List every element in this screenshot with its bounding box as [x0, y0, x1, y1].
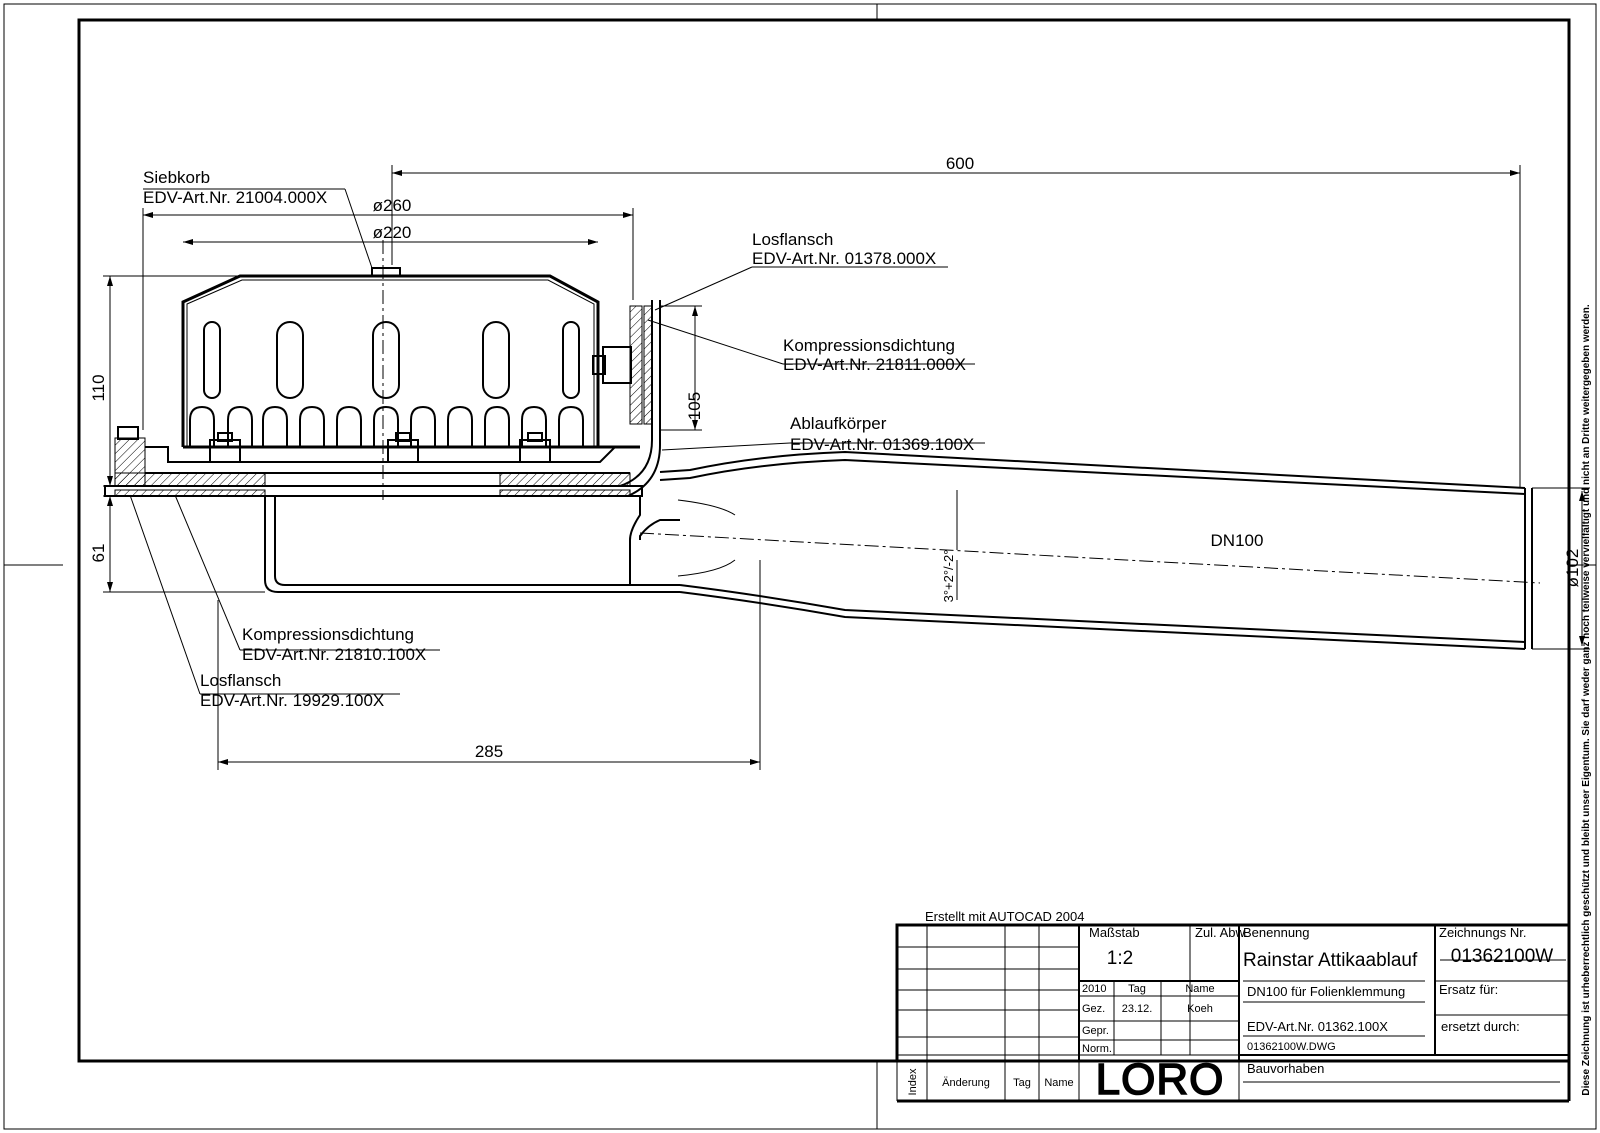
- strainer-slots: [189, 321, 584, 446]
- strainer-basket-outline: [181, 274, 600, 447]
- label-kompressionsdichtung-top: Kompressionsdichtung: [783, 336, 955, 355]
- drawn-date: 23.12.: [1122, 1003, 1153, 1015]
- scale-label: Maßstab: [1089, 925, 1140, 940]
- drain-body-drawing: [104, 240, 1541, 650]
- label-ablaufkoerper-article: EDV-Art.Nr. 01369.100X: [790, 435, 974, 454]
- name-column-label: Name: [1185, 983, 1214, 995]
- drawn-by: Koeh: [1187, 1003, 1213, 1015]
- dim-overall-length: 600: [946, 154, 974, 173]
- dimension-lines: [103, 165, 1590, 770]
- created-with-note: Erstellt mit AUTOCAD 2004: [925, 909, 1084, 924]
- dim-inner-diameter: ø220: [373, 223, 412, 242]
- article-number: EDV-Art.Nr. 01362.100X: [1247, 1019, 1388, 1034]
- dim-body-width: 285: [475, 742, 503, 761]
- scale-value: 1:2: [1107, 948, 1133, 969]
- change-label: Änderung: [942, 1077, 990, 1089]
- label-kompressionsdichtung-top-article: EDV-Art.Nr. 21811.000X: [783, 355, 966, 374]
- label-losflansch-top: Losflansch: [752, 230, 833, 249]
- dim-pipe-diameter: ø102: [1563, 549, 1582, 588]
- title-block: [895, 923, 1571, 1103]
- dim-body-height: 61: [89, 544, 108, 563]
- label-losflansch-bottom-article: EDV-Art.Nr. 19929.100X: [200, 691, 384, 710]
- dim-basket-height: 110: [89, 374, 108, 401]
- replaced-by-label: ersetzt durch:: [1441, 1019, 1520, 1034]
- tolerance-label: Zul. Abw.: [1195, 925, 1248, 940]
- label-losflansch-bottom: Losflansch: [200, 671, 281, 690]
- day-column-label: Tag: [1128, 983, 1146, 995]
- index-label: Index: [907, 1068, 919, 1095]
- drawing-number-label: Zeichnungs Nr.: [1439, 925, 1526, 940]
- year: 2010: [1082, 983, 1106, 995]
- revision-day-label: Tag: [1013, 1077, 1031, 1089]
- loro-logo: LORO: [1096, 1055, 1225, 1104]
- label-kompressionsdichtung-bottom: Kompressionsdichtung: [242, 625, 414, 644]
- dwg-file-name: 01362100W.DWG: [1247, 1041, 1336, 1053]
- replacement-for-label: Ersatz für:: [1439, 982, 1498, 997]
- dim-outer-diameter: ø260: [373, 196, 412, 215]
- dim-flange-height: 105: [685, 392, 704, 420]
- revision-name-label: Name: [1044, 1077, 1073, 1089]
- pipe-label: DN100: [1211, 531, 1264, 550]
- label-siebkorb: Siebkorb: [143, 168, 210, 187]
- dim-slope: 3°+2°/-2°: [941, 550, 956, 603]
- drawing-number: 01362100W: [1451, 946, 1554, 967]
- label-kompressionsdichtung-bottom-article: EDV-Art.Nr. 21810.100X: [242, 645, 426, 664]
- norm-label: Norm.: [1082, 1043, 1112, 1055]
- label-losflansch-top-article: EDV-Art.Nr. 01378.000X: [752, 249, 936, 268]
- label-ablaufkoerper: Ablaufkörper: [790, 414, 887, 433]
- part-label-leaders: [129, 188, 985, 695]
- drawn-label: Gez.: [1082, 1003, 1105, 1015]
- drawing-title: Rainstar Attikaablauf: [1243, 950, 1418, 971]
- checked-label: Gepr.: [1082, 1025, 1109, 1037]
- label-siebkorb-article: EDV-Art.Nr. 21004.000X: [143, 188, 327, 207]
- sheet-border: [3, 3, 1597, 1130]
- drawing-subtitle: DN100 für Folienklemmung: [1247, 984, 1405, 999]
- project-label: Bauvorhaben: [1247, 1061, 1324, 1076]
- copyright-notice: Diese Zeichnung ist urheberrechtlich ges…: [1581, 304, 1592, 1095]
- name-label: Benennung: [1243, 925, 1310, 940]
